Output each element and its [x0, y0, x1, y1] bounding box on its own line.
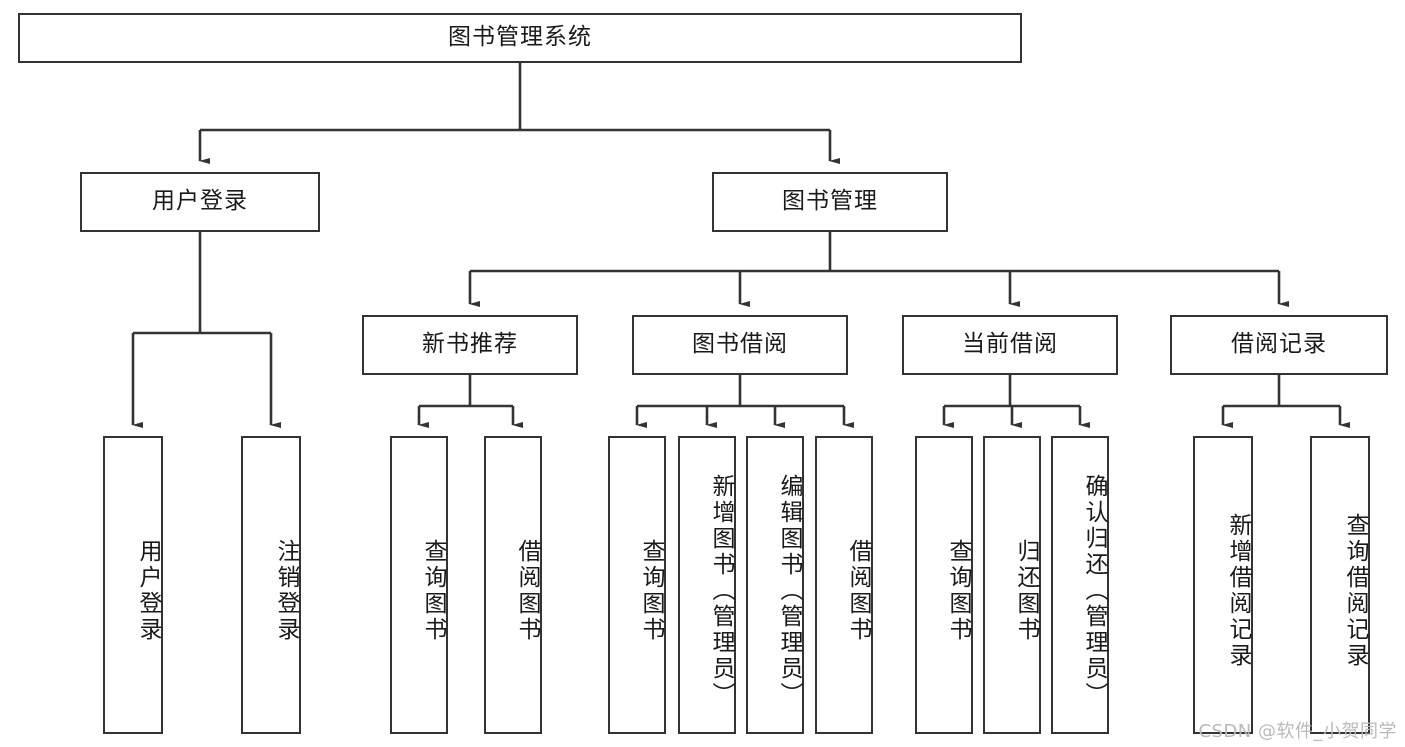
node-label: 借阅图书 [514, 539, 540, 643]
node-leaf-borrow-book[interactable]: 借阅图书 [815, 436, 873, 734]
node-label: 用户登录 [152, 188, 248, 215]
node-label: 查询图书 [638, 539, 664, 643]
node-label: 查询图书 [945, 539, 971, 643]
node-label: 借阅记录 [1231, 331, 1327, 358]
node-leaf-query-borrow-record[interactable]: 查询借阅记录 [1310, 436, 1370, 734]
node-label: 查询图书 [420, 539, 446, 643]
node-leaf-confirm-return-admin[interactable]: 确认归还（管理员） [1051, 436, 1109, 734]
node-label: 用户登录 [135, 539, 161, 643]
node-book-manage[interactable]: 图书管理 [712, 172, 948, 232]
node-leaf-borrow-book-recommend[interactable]: 借阅图书 [484, 436, 542, 734]
node-leaf-add-borrow-record[interactable]: 新增借阅记录 [1193, 436, 1253, 734]
node-label: 新书推荐 [422, 331, 518, 358]
node-label: 查询借阅记录 [1342, 513, 1368, 669]
node-label: 图书管理 [782, 188, 878, 215]
node-new-book-recommend[interactable]: 新书推荐 [362, 315, 578, 375]
node-root[interactable]: 图书管理系统 [18, 13, 1022, 63]
node-leaf-logout-login[interactable]: 注销登录 [241, 436, 301, 734]
node-leaf-query-book-recommend[interactable]: 查询图书 [390, 436, 448, 734]
node-leaf-return-book[interactable]: 归还图书 [983, 436, 1041, 734]
node-leaf-edit-book-admin[interactable]: 编辑图书（管理员） [746, 436, 804, 734]
node-label: 注销登录 [273, 539, 299, 643]
node-label: 当前借阅 [962, 331, 1058, 358]
watermark-text: CSDN @软件_小贺同学 [1198, 721, 1397, 742]
node-label: 确认归还（管理员） [1081, 474, 1107, 708]
node-leaf-query-book-borrow[interactable]: 查询图书 [608, 436, 666, 734]
node-current-borrow[interactable]: 当前借阅 [902, 315, 1118, 375]
node-borrow-record[interactable]: 借阅记录 [1170, 315, 1388, 375]
node-label: 图书管理系统 [448, 24, 592, 51]
node-leaf-query-book-current[interactable]: 查询图书 [915, 436, 973, 734]
node-label: 新增借阅记录 [1225, 513, 1251, 669]
node-label: 归还图书 [1013, 539, 1039, 643]
node-label: 借阅图书 [845, 539, 871, 643]
node-label: 编辑图书（管理员） [776, 474, 802, 708]
node-book-borrow[interactable]: 图书借阅 [632, 315, 848, 375]
node-leaf-user-login[interactable]: 用户登录 [103, 436, 163, 734]
node-user-login[interactable]: 用户登录 [80, 172, 320, 232]
node-leaf-add-book-admin[interactable]: 新增图书（管理员） [678, 436, 736, 734]
node-label: 图书借阅 [692, 331, 788, 358]
node-label: 新增图书（管理员） [708, 474, 734, 708]
